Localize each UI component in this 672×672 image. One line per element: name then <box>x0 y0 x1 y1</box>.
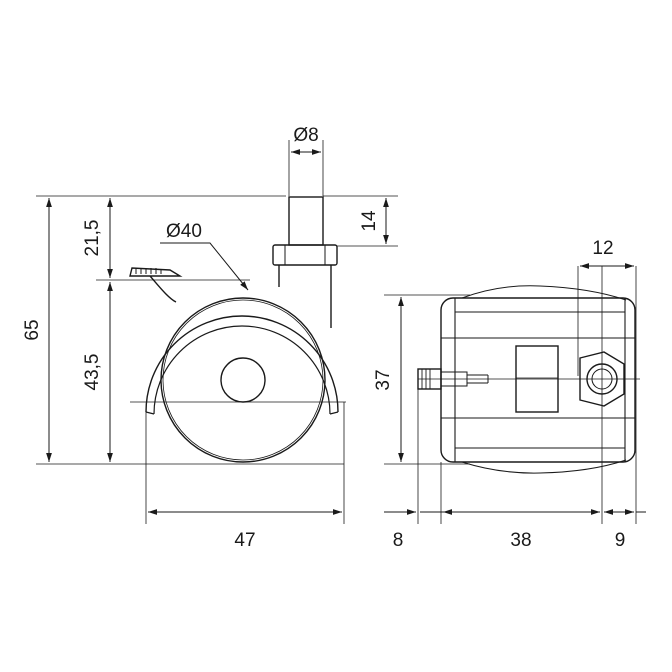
dim-wheel-diameter-leader <box>160 242 249 291</box>
label-body-width: 38 <box>510 530 531 551</box>
fork-bracket <box>278 265 332 328</box>
label-body-height: 37 <box>373 369 394 390</box>
label-hub-overhang: 9 <box>615 530 626 551</box>
left-dimension-lines <box>46 149 389 515</box>
left-extension-lines <box>36 140 398 524</box>
stem-collar <box>272 244 338 266</box>
stem-pin <box>288 196 324 246</box>
brake-lever <box>129 267 183 303</box>
label-stem-diameter: Ø8 <box>293 125 318 146</box>
label-lower-height: 43,5 <box>82 354 103 391</box>
right-dimension-lines <box>384 263 646 515</box>
caster-front-view <box>417 285 640 474</box>
label-stem-length: 14 <box>359 210 380 232</box>
wheel-hood <box>145 315 339 413</box>
wheel-hub <box>220 357 266 403</box>
caster-body <box>440 297 636 463</box>
axle-nut <box>579 351 625 407</box>
label-axle-offset: 12 <box>592 238 613 259</box>
label-wheel-diameter: Ø40 <box>166 221 202 242</box>
wheel-inner <box>162 299 324 461</box>
label-width: 47 <box>234 530 255 551</box>
label-stub-length: 8 <box>393 530 404 551</box>
brake-lever-ridges <box>135 268 162 274</box>
label-upper-height: 21,5 <box>82 220 103 257</box>
wheel-tread <box>160 297 326 463</box>
right-extension-lines <box>384 266 637 524</box>
label-total-height: 65 <box>22 319 43 340</box>
caster-side-view <box>129 196 346 463</box>
